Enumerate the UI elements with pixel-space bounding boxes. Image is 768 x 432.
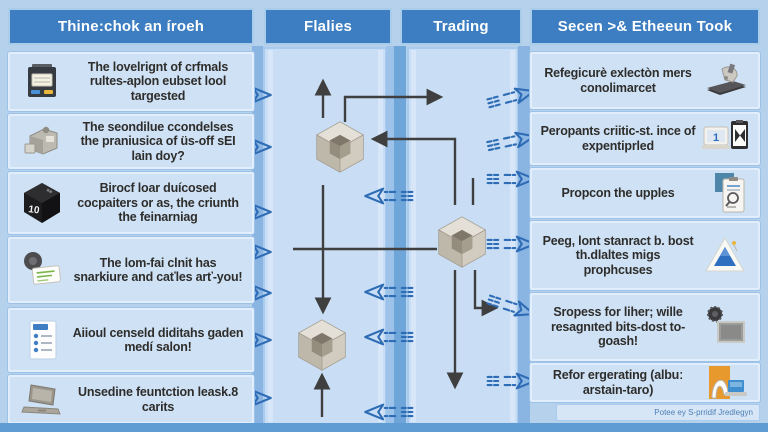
item-text: Birocf loar duícosed cocpaiters or as, t…: [77, 181, 239, 225]
bottom-border-bar: [0, 423, 768, 432]
item-text: Peeg, lont stanract b. bost th.dlaltes m…: [542, 233, 694, 277]
header-column-3: Trading: [400, 8, 522, 45]
item-text: Aiioul censeld diditahs gaden medí salon…: [72, 325, 244, 354]
flow-arrow: [473, 270, 499, 317]
seal-note-icon: [18, 250, 66, 290]
left-item-5: Aiioul censeld diditahs gaden medí salon…: [8, 308, 254, 372]
right-item-1: Refegicurè exlectòn mers conolimarcet: [530, 52, 760, 109]
header-label: Thine:chok an íroeh: [57, 18, 205, 35]
inspection-clipboard-icon: [702, 172, 750, 214]
left-item-3: 10 ≡≡ Birocf loar duícosed cocpaiters or …: [8, 172, 254, 234]
right-item-5: Sropess for liher; wille resagnıted bits…: [530, 293, 760, 361]
svg-text:≡≡: ≡≡: [45, 187, 53, 195]
flow-diagram: [222, 46, 537, 426]
printer-machine-icon: [18, 122, 66, 162]
header-label: Secen >& Etheeun Took: [557, 18, 733, 35]
flow-arrows: [293, 78, 499, 417]
svg-text:1: 1: [713, 132, 719, 144]
right-item-3: Propcon the upples: [530, 168, 760, 218]
item-text: Propcon the upples: [561, 185, 675, 200]
arch-laptop-icon: [702, 365, 750, 401]
right-item-6: Refor ergerating (albuː arstain-taro): [530, 363, 760, 402]
item-text: Sropess for liher; wille resagnıted bits…: [550, 305, 686, 349]
left-item-1: The lovelrignt of crfmals rultes-aplon e…: [8, 52, 254, 111]
right-item-2: Peropants criitic-st. ince of expentiprl…: [530, 112, 760, 165]
checklist-icon: [18, 319, 66, 361]
item-text: Refegicurè exlectòn mers conolimarcet: [544, 66, 692, 95]
item-text: The lovelrignt of crfmals rultes-aplon e…: [87, 59, 229, 103]
header-column-1: Thine:chok an íroeh: [8, 8, 254, 45]
item-text: The seondilue ccondelses the praniusica …: [80, 119, 236, 163]
pyramid-icon: [702, 235, 750, 277]
cash-register-icon: [18, 62, 66, 102]
black-cube-10-icon: 10 ≡≡: [18, 182, 66, 224]
flatbed-machine-icon: [702, 61, 750, 101]
item-text: The lom-fai clnit has snarkiure and caťl…: [73, 255, 243, 284]
left-item-4: The lom-fai clnit has snarkiure and caťl…: [8, 237, 254, 303]
right-item-4: Peeg, lont stanract b. bost th.dlaltes m…: [530, 221, 760, 290]
svg-text:10: 10: [28, 204, 41, 217]
header-label: Trading: [433, 18, 489, 35]
header-label: Flalies: [303, 18, 353, 35]
middle-column-panels: [252, 46, 530, 426]
header-column-4: Secen >& Etheeun Took: [530, 8, 760, 45]
seal-display-icon: [702, 306, 750, 348]
left-item-2: The seondilue ccondelses the praniusica …: [8, 114, 254, 169]
credit-text: Potee ey S-prridif Jredlegyn: [654, 408, 753, 417]
flow-arrow: [370, 130, 457, 205]
item-text: Peropants criitic-st. ince of expentiprl…: [540, 124, 696, 153]
item-text: Unsedine feuntction leask.8 carits: [78, 385, 238, 414]
left-item-6: Unsedine feuntction leask.8 carits: [8, 375, 254, 424]
laptop-clipboard-icon: 1: [702, 119, 750, 159]
header-column-2: Flalies: [264, 8, 392, 45]
footer-strip: Potee ey S-prridif Jredlegyn: [556, 404, 760, 421]
flow-arrow: [343, 88, 444, 122]
laptop-icon: [18, 381, 66, 419]
item-text: Refor ergerating (albuː arstain-taro): [552, 368, 684, 397]
